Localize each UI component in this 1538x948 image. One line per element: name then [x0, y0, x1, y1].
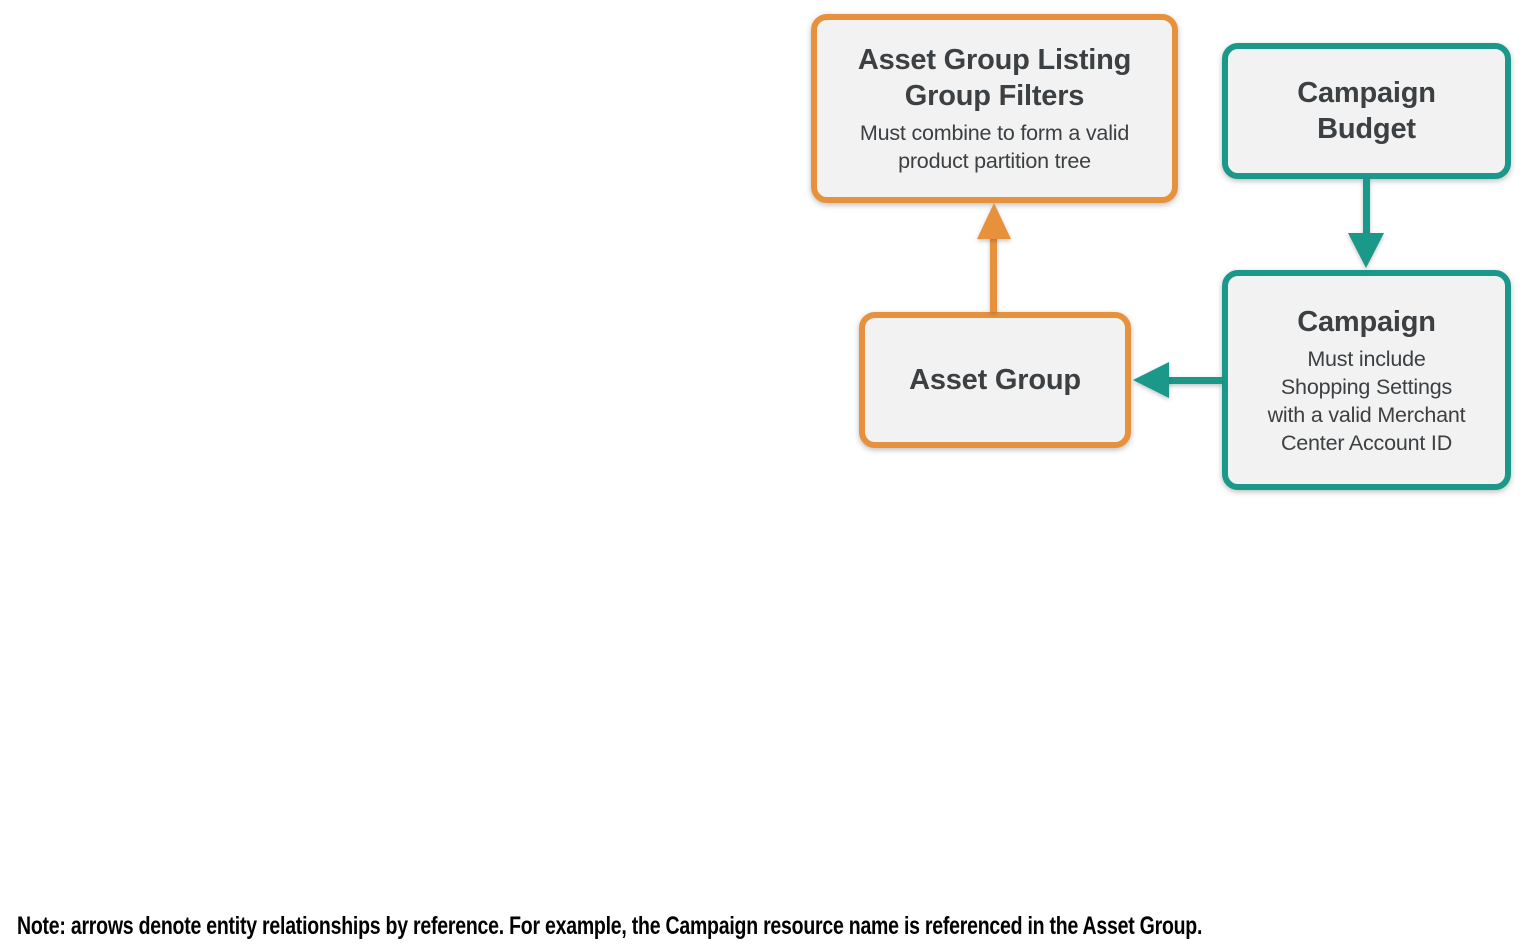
- node-title: Asset Group: [909, 364, 1081, 396]
- arrow-left-icon: [1133, 362, 1169, 398]
- arrow-down-icon: [1348, 233, 1384, 268]
- node-asset-group: Asset Group: [859, 312, 1131, 448]
- node-campaign-budget: Campaign Budget: [1222, 43, 1511, 179]
- arrow-stem: [990, 236, 997, 312]
- arrow-stem: [1363, 179, 1370, 235]
- arrow-stem: [1167, 377, 1222, 384]
- node-asset-group-listing-group-filters: Asset Group Listing Group Filters Must c…: [811, 14, 1178, 203]
- node-title: Campaign: [1297, 305, 1436, 338]
- arrow-up-icon: [977, 203, 1011, 239]
- node-campaign: Campaign Must include Shopping Settings …: [1222, 270, 1511, 490]
- node-subtitle: Must include Shopping Settings with a va…: [1267, 346, 1466, 455]
- node-subtitle: Must combine to form a valid product par…: [859, 121, 1130, 173]
- node-title: Asset Group Listing Group Filters: [857, 44, 1132, 112]
- diagram-note: Note: arrows denote entity relationships…: [17, 912, 1203, 940]
- node-title: Campaign Budget: [1297, 77, 1436, 145]
